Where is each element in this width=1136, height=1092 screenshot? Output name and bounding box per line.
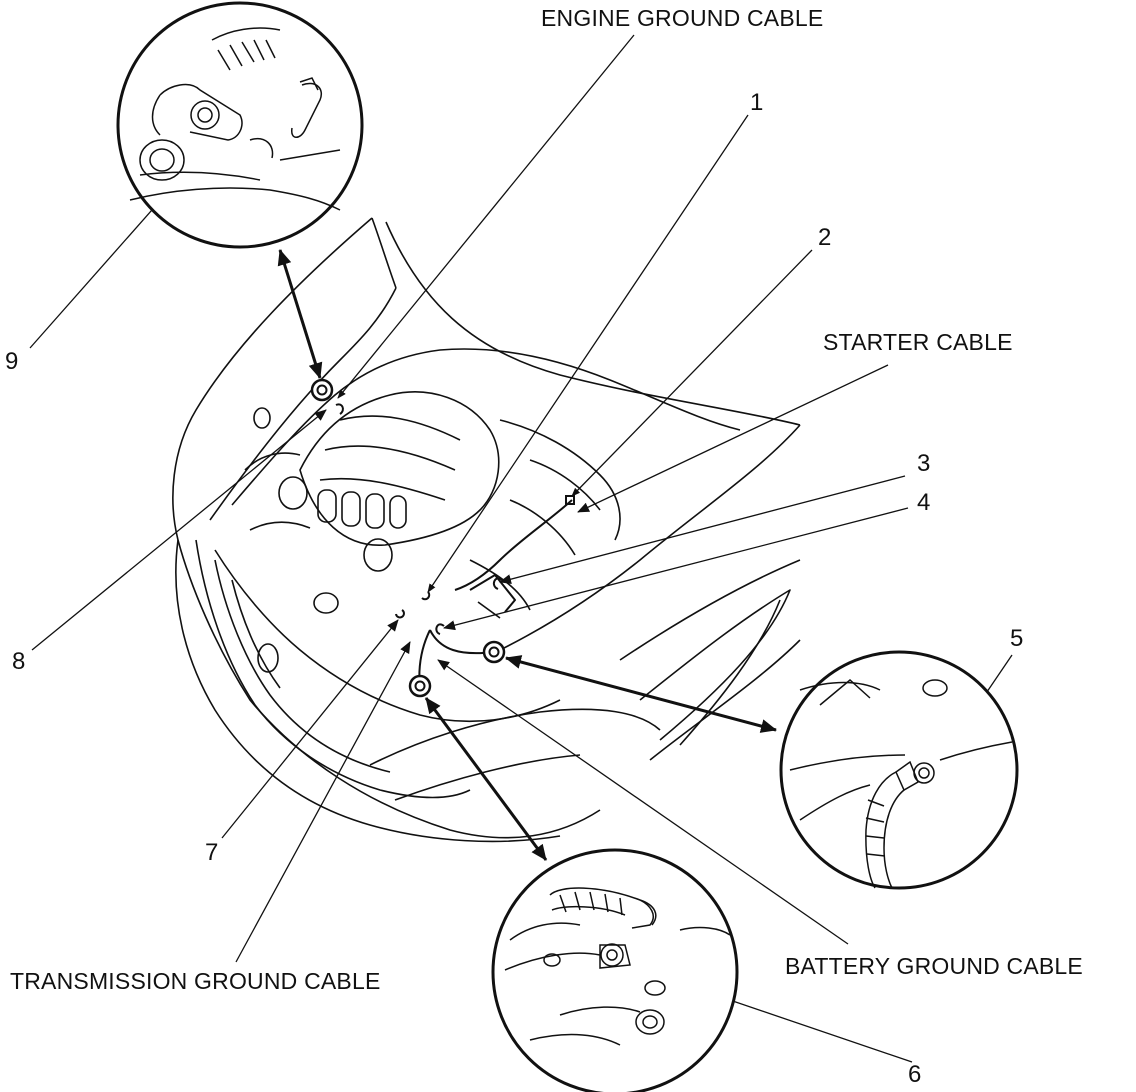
bolt-6 xyxy=(408,674,432,698)
engine-cover xyxy=(299,391,500,546)
starter-cable-line xyxy=(454,499,573,591)
grille xyxy=(195,539,471,799)
vehicle-front xyxy=(172,217,801,843)
detail-view-6 xyxy=(491,848,739,1092)
callout-2: 2 xyxy=(818,224,832,251)
terminal-1 xyxy=(421,591,431,601)
detail-view-5 xyxy=(779,650,1019,890)
callout-4: 4 xyxy=(917,489,931,516)
leader-4 xyxy=(443,507,909,631)
leader-7 xyxy=(221,619,399,839)
leader-starter xyxy=(577,364,889,513)
detail-arrow-6 xyxy=(424,697,548,861)
leader-transmission xyxy=(235,641,411,963)
ground-points xyxy=(310,378,575,698)
detail-arrows xyxy=(277,249,777,861)
callout-6: 6 xyxy=(908,1061,922,1088)
detail-arrow-5 xyxy=(505,655,777,733)
callout-1: 1 xyxy=(750,89,764,116)
detail-view-9 xyxy=(116,1,364,249)
leader-3 xyxy=(499,475,906,585)
headlight xyxy=(639,589,791,741)
leader-engine-ground xyxy=(337,34,635,399)
leader-1 xyxy=(427,114,749,593)
engine-ground-cable-label: ENGINE GROUND CABLE xyxy=(541,5,824,31)
callout-5: 5 xyxy=(1010,625,1024,652)
hood-outline xyxy=(172,217,601,839)
battery-ground-cable-label: BATTERY GROUND CABLE xyxy=(785,953,1083,979)
starter-cable-label: STARTER CABLE xyxy=(823,329,1013,355)
callout-8: 8 xyxy=(12,648,26,675)
terminal-8 xyxy=(335,403,344,415)
callout-9: 9 xyxy=(5,348,19,375)
leader-2 xyxy=(571,249,813,497)
terminal-4 xyxy=(435,623,445,635)
leader-8 xyxy=(31,409,327,651)
terminal-2 xyxy=(565,495,575,505)
bolt-9 xyxy=(310,378,334,402)
callout-7: 7 xyxy=(205,839,219,866)
emblem xyxy=(257,643,279,673)
transmission-ground-cable-label: TRANSMISSION GROUND CABLE xyxy=(10,968,381,994)
bolt-5 xyxy=(482,640,506,664)
terminal-7 xyxy=(395,609,405,619)
callout-3: 3 xyxy=(917,450,931,477)
detail-arrow-9 xyxy=(277,249,323,379)
